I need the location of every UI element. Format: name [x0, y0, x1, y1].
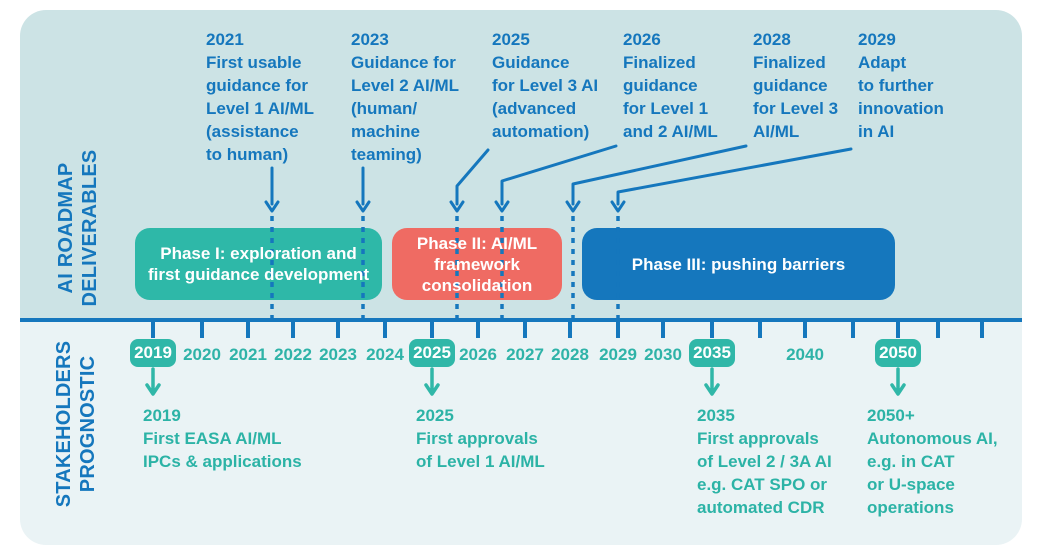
timeline-axis-line — [20, 318, 1022, 322]
year-label-2024: 2024 — [366, 345, 404, 364]
year-label-2022: 2022 — [274, 345, 312, 364]
prognostic-note-2019: 2019 First EASA AI/ML IPCs & application… — [143, 406, 302, 471]
prognostic-note-2035: 2035 First approvals of Level 2 / 3A AI … — [697, 406, 832, 517]
tick-2025 — [430, 322, 434, 338]
tick-2021 — [246, 322, 250, 338]
prognostic-side-label: STAKEHOLDERS PROGNOSTIC — [53, 340, 99, 508]
prognostic-note-2050: 2050+ Autonomous AI, e.g. in CAT or U-sp… — [867, 406, 998, 517]
year-label-2029: 2029 — [599, 345, 637, 364]
tick-unlabeled-4 — [980, 322, 984, 338]
year-label-2021: 2021 — [229, 345, 267, 364]
deliverable-note-2029: 2029 Adapt to further innovation in AI — [858, 30, 944, 141]
tick-unlabeled-2 — [851, 322, 855, 338]
tick-2027 — [523, 322, 527, 338]
year-label-2040: 2040 — [786, 345, 824, 364]
year-highlight-2050: 2050 — [875, 339, 921, 367]
year-label-2028: 2028 — [551, 345, 589, 364]
tick-2026 — [476, 322, 480, 338]
tick-2028 — [568, 322, 572, 338]
tick-2035 — [710, 322, 714, 338]
prognostic-panel — [20, 322, 1022, 545]
tick-2040 — [803, 322, 807, 338]
tick-unlabeled-1 — [758, 322, 762, 338]
tick-2023 — [336, 322, 340, 338]
tick-2019 — [151, 322, 155, 338]
year-highlight-2035: 2035 — [689, 339, 735, 367]
tick-2029 — [616, 322, 620, 338]
deliverable-note-2023: 2023 Guidance for Level 2 AI/ML (human/ … — [351, 30, 460, 164]
year-label-2026: 2026 — [459, 345, 497, 364]
year-highlight-2025: 2025 — [409, 339, 455, 367]
tick-2030 — [661, 322, 665, 338]
year-highlight-2019: 2019 — [130, 339, 176, 367]
year-label-2023: 2023 — [319, 345, 357, 364]
tick-2050 — [896, 322, 900, 338]
deliverable-note-2021: 2021 First usable guidance for Level 1 A… — [206, 30, 315, 164]
tick-2024 — [383, 322, 387, 338]
prognostic-note-2025: 2025 First approvals of Level 1 AI/ML — [416, 406, 545, 471]
deliverable-note-2028: 2028 Finalized guidance for Level 3 AI/M… — [753, 30, 839, 141]
deliverable-note-2026: 2026 Finalized guidance for Level 1 and … — [623, 30, 718, 141]
phase-3-box — [582, 228, 895, 300]
phase-1-box — [135, 228, 382, 300]
year-label-2020: 2020 — [183, 345, 221, 364]
tick-2022 — [291, 322, 295, 338]
phase-2-box — [392, 228, 562, 300]
deliverable-note-2025: 2025 Guidance for Level 3 AI (advanced a… — [492, 30, 599, 141]
tick-unlabeled-3 — [936, 322, 940, 338]
deliverables-side-label: AI ROADMAP DELIVERABLES — [55, 149, 101, 307]
tick-2020 — [200, 322, 204, 338]
year-label-2027: 2027 — [506, 345, 544, 364]
year-label-2030: 2030 — [644, 345, 682, 364]
